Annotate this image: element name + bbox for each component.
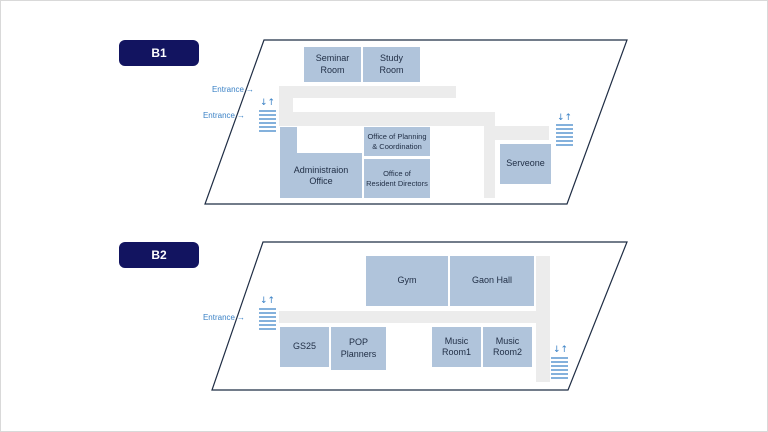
arrow-right-icon: → bbox=[237, 313, 245, 322]
room-block-gym bbox=[366, 256, 448, 306]
room-block-music-room2 bbox=[483, 327, 532, 367]
entrance-text: Entrance bbox=[202, 111, 235, 120]
corridor bbox=[293, 112, 495, 126]
arrow-right-icon: → bbox=[246, 85, 254, 94]
room-block-music-room1 bbox=[432, 327, 481, 367]
room-block-administration-office bbox=[280, 127, 362, 198]
floor-badge-b1: B1 bbox=[119, 40, 199, 66]
up-down-arrows-icon: ↓↑ bbox=[553, 345, 569, 355]
entrance-label: Entrance→ bbox=[186, 313, 245, 322]
arrow-right-icon: → bbox=[237, 111, 245, 120]
up-down-arrows-icon: ↓↑ bbox=[260, 296, 276, 306]
entrance-label: Entrance→ bbox=[196, 85, 254, 94]
entrance-text: Entrance bbox=[211, 85, 244, 94]
stairs-icon bbox=[551, 357, 568, 379]
stairs-icon bbox=[259, 110, 276, 132]
entrance-text: Entrance bbox=[202, 313, 235, 322]
corridor bbox=[536, 256, 550, 382]
up-down-arrows-icon: ↓↑ bbox=[260, 98, 276, 108]
corridor bbox=[279, 86, 456, 98]
room-block-seminar-room bbox=[304, 47, 361, 82]
corridor bbox=[279, 311, 550, 323]
up-down-arrows-icon: ↓↑ bbox=[557, 113, 573, 123]
stairs-icon bbox=[556, 124, 573, 146]
room-block-gs25 bbox=[280, 327, 329, 367]
room-block-study-room bbox=[363, 47, 420, 82]
stairs-icon bbox=[259, 308, 276, 330]
corridor bbox=[495, 126, 549, 140]
corridor bbox=[279, 86, 293, 126]
room-block-planning-office bbox=[364, 127, 430, 156]
room-block-resident-directors-office bbox=[364, 159, 430, 198]
entrance-label: Entrance→ bbox=[186, 111, 245, 120]
room-block-pop-planners bbox=[331, 327, 386, 370]
floor-badge-b2: B2 bbox=[119, 242, 199, 268]
room-block-gaon-hall bbox=[450, 256, 534, 306]
room-block-serveone bbox=[500, 144, 551, 184]
corridor bbox=[484, 112, 495, 198]
